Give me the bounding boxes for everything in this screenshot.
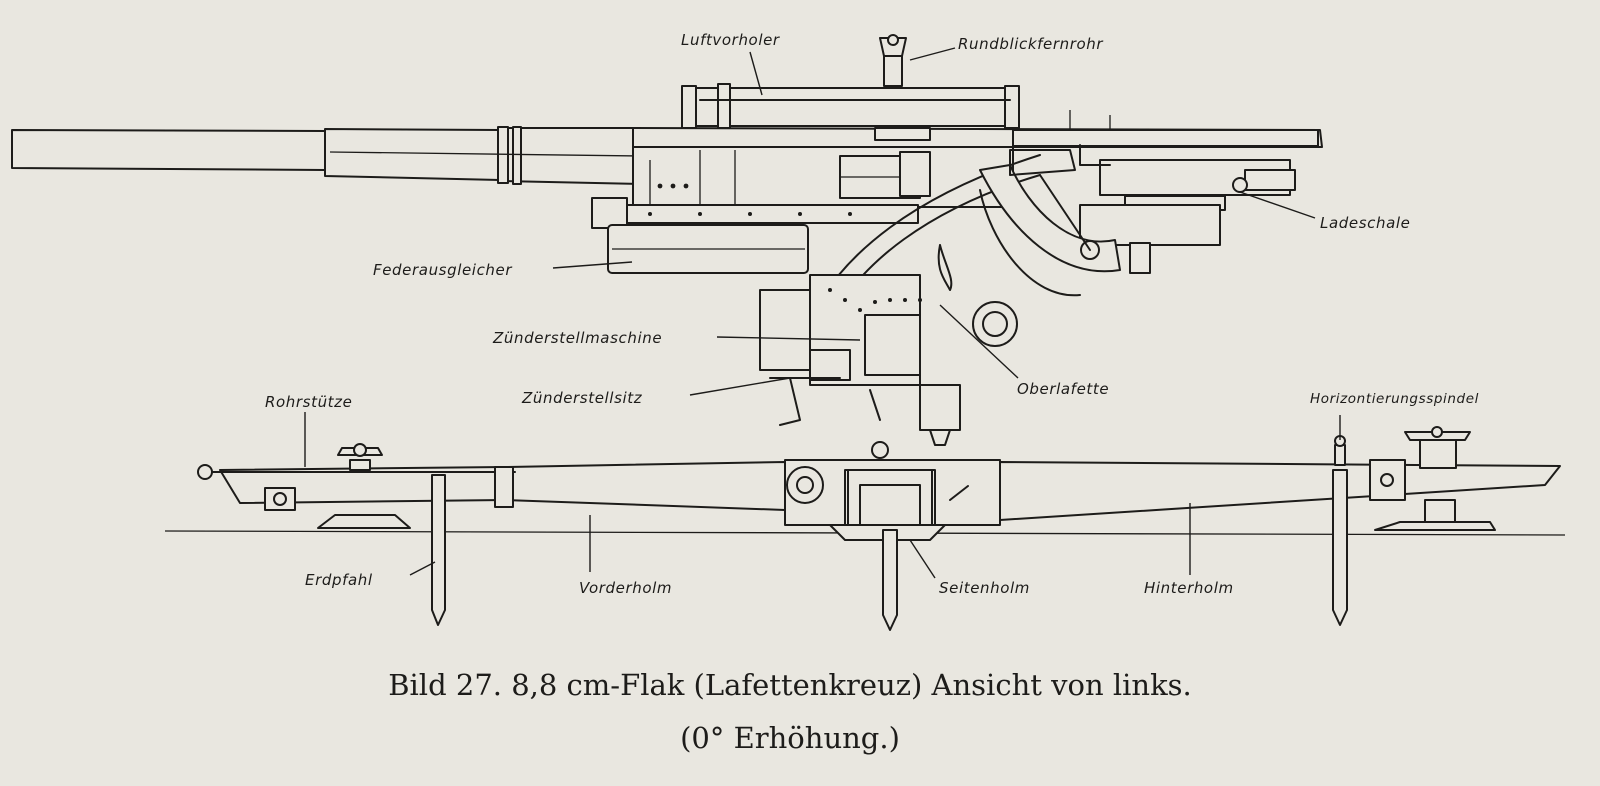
- recuperator-cylinder: [687, 87, 1019, 127]
- label-rundblickfernrohr: Rundblickfernrohr: [958, 35, 1103, 53]
- label-zuenderstellsitz: Zünderstellsitz: [521, 389, 643, 407]
- caption-line-2: (0° Erhöhung.): [680, 721, 900, 755]
- gun-barrel: [11, 126, 641, 185]
- label-hinterholm: Hinterholm: [1144, 579, 1234, 597]
- label-zuenderstellmaschine: Zünderstellmaschine: [492, 329, 662, 347]
- upper-carriage: [759, 149, 1121, 446]
- label-vorderholm: Vorderholm: [579, 579, 672, 597]
- breech-section: [1012, 110, 1319, 274]
- label-horizontierungsspindel: Horizontierungsspindel: [1310, 391, 1479, 407]
- label-oberlafette: Oberlafette: [1017, 380, 1109, 398]
- panoramic-sight: [879, 34, 907, 87]
- label-luftvorholer: Luftvorholer: [681, 31, 780, 49]
- label-federausgleicher: Federausgleicher: [373, 261, 512, 279]
- label-seitenholm: Seitenholm: [939, 579, 1030, 597]
- cradle: [591, 83, 1323, 229]
- caption-line-1: Bild 27. 8,8 cm-Flak (Lafettenkreuz) Ans…: [388, 668, 1192, 702]
- label-rohrstuetze: Rohrstütze: [265, 393, 352, 411]
- label-ladeschale: Ladeschale: [1320, 214, 1410, 232]
- cruciform-platform: [197, 426, 1561, 541]
- equilibrator: [607, 224, 809, 274]
- label-erdpfahl: Erdpfahl: [305, 571, 373, 589]
- leader-lines: [304, 47, 1341, 579]
- ground-stakes: [431, 469, 1348, 631]
